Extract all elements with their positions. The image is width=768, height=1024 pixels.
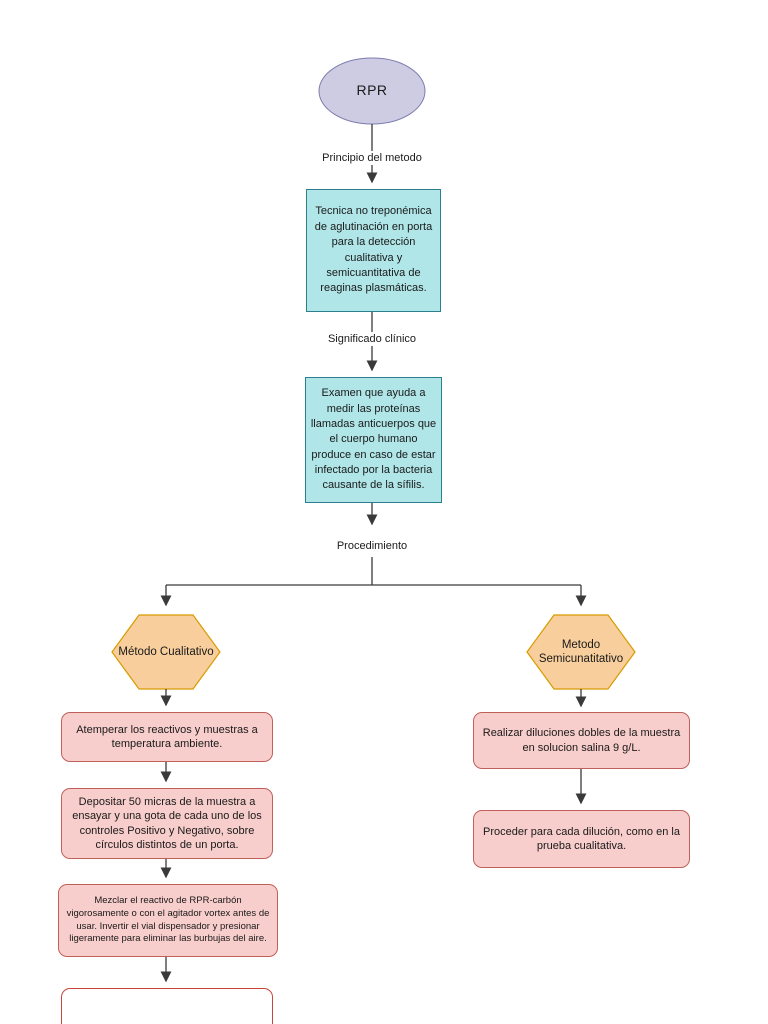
step-box-qual-1: Atemperar los reactivos y muestras a tem… — [61, 712, 273, 762]
edge-label-procedure: Procedimiento — [333, 539, 411, 553]
step-box-qual-2: Depositar 50 micras de la muestra a ensa… — [61, 788, 273, 859]
start-node-label: RPR — [356, 82, 388, 99]
step-box-semi-2: Proceder para cada dilución, como en la … — [473, 810, 690, 868]
step-box-qual-3: Mezclar el reactivo de RPR-carbón vigoro… — [58, 884, 278, 957]
step-box-qual-4-partial — [61, 988, 273, 1024]
process-box-principle: Tecnica no treponémica de aglutinación e… — [306, 189, 441, 312]
edge-label-clinical: Significado clínico — [324, 332, 420, 346]
decision-label-qualitative: Método Cualitativo — [118, 645, 214, 658]
decision-label-semiquantitative: Metodo Semicunatitativo — [538, 638, 624, 665]
step-box-semi-1: Realizar diluciones dobles de la muestra… — [473, 712, 690, 769]
decision-hexagon-qualitative — [111, 614, 221, 690]
decision-hexagon-semiquantitative — [526, 614, 636, 690]
edge-label-principle: Principio del metodo — [319, 151, 425, 165]
process-box-clinical: Examen que ayuda a medir las proteínas l… — [305, 377, 442, 503]
